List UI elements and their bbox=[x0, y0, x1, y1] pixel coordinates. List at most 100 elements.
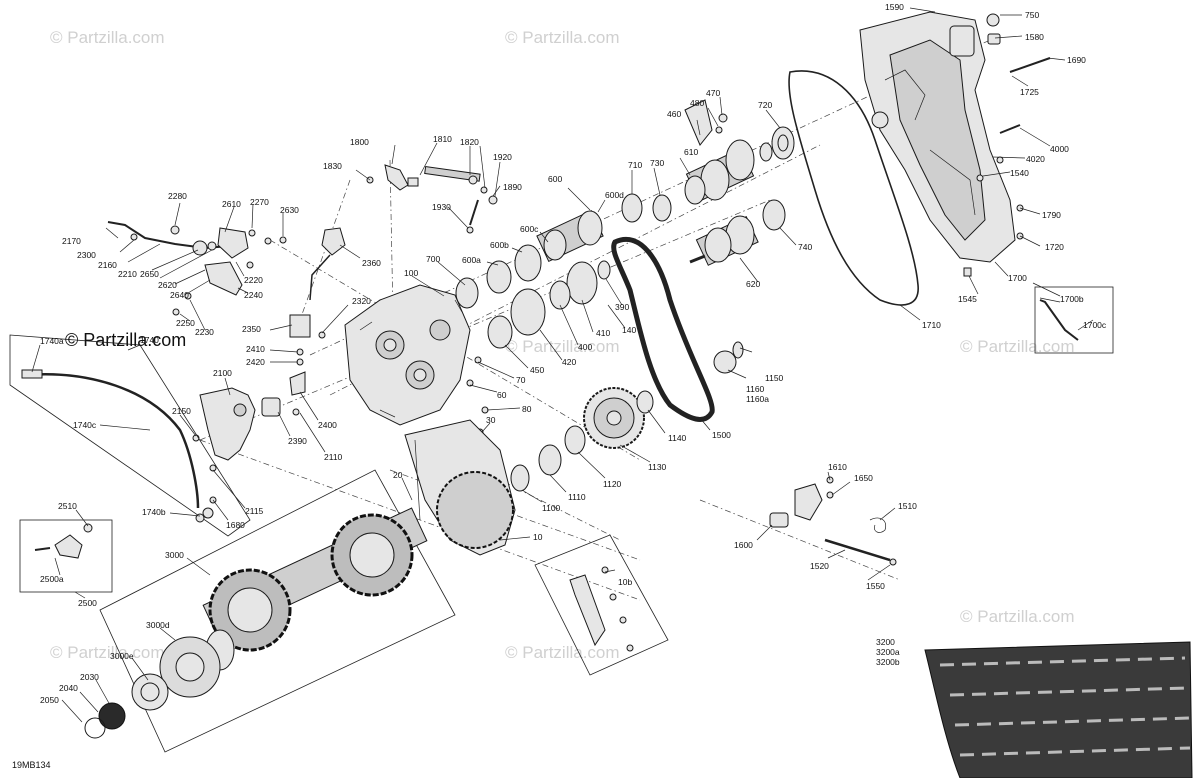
label-2100: 2100 bbox=[213, 368, 232, 378]
brake-disc bbox=[436, 471, 514, 549]
label-2640: 2640 bbox=[170, 290, 189, 300]
label-4020: 4020 bbox=[1026, 154, 1045, 164]
label-600a: 600a bbox=[462, 255, 481, 265]
label-1800: 1800 bbox=[350, 137, 369, 147]
label-2230: 2230 bbox=[195, 327, 214, 337]
label-4000: 4000 bbox=[1050, 144, 1069, 154]
label-1510: 1510 bbox=[898, 501, 917, 511]
lever-linkage bbox=[107, 221, 287, 316]
label-1810: 1810 bbox=[433, 134, 452, 144]
label-2220: 2220 bbox=[244, 275, 263, 285]
label-1740: 1740 bbox=[140, 335, 159, 345]
watermark-dark: © Partzilla.com bbox=[65, 330, 186, 350]
label-2110: 2110 bbox=[324, 452, 343, 462]
label-730: 730 bbox=[650, 158, 664, 168]
inset-1700b bbox=[1034, 286, 1114, 354]
label-2390: 2390 bbox=[288, 436, 307, 446]
label-2400: 2400 bbox=[318, 420, 337, 430]
label-2270: 2270 bbox=[250, 197, 269, 207]
watermarks: © Partzilla.com © Partzilla.com © Partzi… bbox=[50, 28, 1075, 662]
label-600c: 600c bbox=[520, 224, 539, 234]
label-740: 740 bbox=[798, 242, 812, 252]
label-3200b: 3200b bbox=[876, 657, 900, 667]
label-2360: 2360 bbox=[362, 258, 381, 268]
label-1520: 1520 bbox=[810, 561, 829, 571]
label-60: 60 bbox=[497, 390, 507, 400]
label-80: 80 bbox=[522, 404, 532, 414]
label-2500: 2500 bbox=[78, 598, 97, 608]
label-610: 610 bbox=[684, 147, 698, 157]
label-10b: 10b bbox=[618, 577, 632, 587]
label-1700: 1700 bbox=[1008, 273, 1027, 283]
drive-axle-box bbox=[84, 469, 456, 753]
leader-lines bbox=[31, 7, 1094, 723]
label-480: 480 bbox=[690, 98, 704, 108]
label-1690: 1690 bbox=[1067, 55, 1086, 65]
label-1110: 1110 bbox=[568, 492, 586, 502]
label-70: 70 bbox=[516, 375, 526, 385]
label-2350: 2350 bbox=[242, 324, 261, 334]
watermark-1: © Partzilla.com bbox=[50, 28, 165, 47]
label-2500a: 2500a bbox=[40, 574, 64, 584]
label-3000e: 3000e bbox=[110, 651, 134, 661]
label-1890: 1890 bbox=[503, 182, 522, 192]
label-1700b: 1700b bbox=[1060, 294, 1084, 304]
label-20: 20 bbox=[393, 470, 403, 480]
label-2620: 2620 bbox=[158, 280, 177, 290]
main-gearbox-case bbox=[344, 284, 471, 426]
label-1600: 1600 bbox=[734, 540, 753, 550]
label-1650: 1650 bbox=[854, 473, 873, 483]
label-1725: 1725 bbox=[1020, 87, 1039, 97]
label-390: 390 bbox=[615, 302, 629, 312]
label-750: 750 bbox=[1025, 10, 1039, 20]
bracket-2100 bbox=[192, 387, 281, 504]
diagram-code: 19MB134 bbox=[12, 760, 51, 770]
label-410: 410 bbox=[596, 328, 610, 338]
gear-1130 bbox=[583, 387, 645, 449]
label-1820: 1820 bbox=[460, 137, 479, 147]
label-1150: 1150 bbox=[765, 373, 784, 383]
label-1710: 1710 bbox=[922, 320, 941, 330]
upper-shaft-group bbox=[621, 99, 795, 266]
label-710: 710 bbox=[628, 160, 642, 170]
label-1740b: 1740b bbox=[142, 507, 166, 517]
sprocket-wheel-1 bbox=[330, 513, 414, 597]
sprocket-wheel-2 bbox=[208, 568, 292, 652]
label-2630: 2630 bbox=[280, 205, 299, 215]
label-3200: 3200 bbox=[876, 637, 895, 647]
label-720: 720 bbox=[758, 100, 772, 110]
cover-gasket bbox=[788, 70, 919, 306]
label-100: 100 bbox=[404, 268, 418, 278]
label-420: 420 bbox=[562, 357, 576, 367]
label-2320: 2320 bbox=[352, 296, 371, 306]
assembly-axis-lines bbox=[199, 39, 991, 601]
track-3200 bbox=[924, 641, 1193, 779]
label-2030: 2030 bbox=[80, 672, 99, 682]
label-3000d: 3000d bbox=[146, 620, 170, 630]
label-450: 450 bbox=[530, 365, 544, 375]
label-470: 470 bbox=[706, 88, 720, 98]
label-3200a: 3200a bbox=[876, 647, 900, 657]
label-1790: 1790 bbox=[1042, 210, 1061, 220]
tensioner-assembly bbox=[769, 476, 897, 566]
label-2210: 2210 bbox=[118, 269, 137, 279]
watermark-4: © Partzilla.com bbox=[505, 337, 620, 356]
label-2510: 2510 bbox=[58, 501, 77, 511]
sprocket-1160 bbox=[713, 350, 737, 374]
label-1160a: 1160a bbox=[746, 394, 769, 404]
label-400: 400 bbox=[578, 342, 592, 352]
label-2610: 2610 bbox=[222, 199, 241, 209]
label-2650: 2650 bbox=[140, 269, 159, 279]
label-700: 700 bbox=[426, 254, 440, 264]
label-1100: 1100 bbox=[542, 503, 561, 513]
cover-hardware bbox=[963, 13, 1051, 277]
label-1550: 1550 bbox=[866, 581, 885, 591]
label-2420: 2420 bbox=[246, 357, 265, 367]
label-2160: 2160 bbox=[98, 260, 117, 270]
label-3000: 3000 bbox=[165, 550, 184, 560]
inset-10b bbox=[534, 534, 669, 676]
label-1545: 1545 bbox=[958, 294, 977, 304]
label-1130: 1130 bbox=[648, 462, 667, 472]
drive-chain bbox=[611, 236, 715, 422]
